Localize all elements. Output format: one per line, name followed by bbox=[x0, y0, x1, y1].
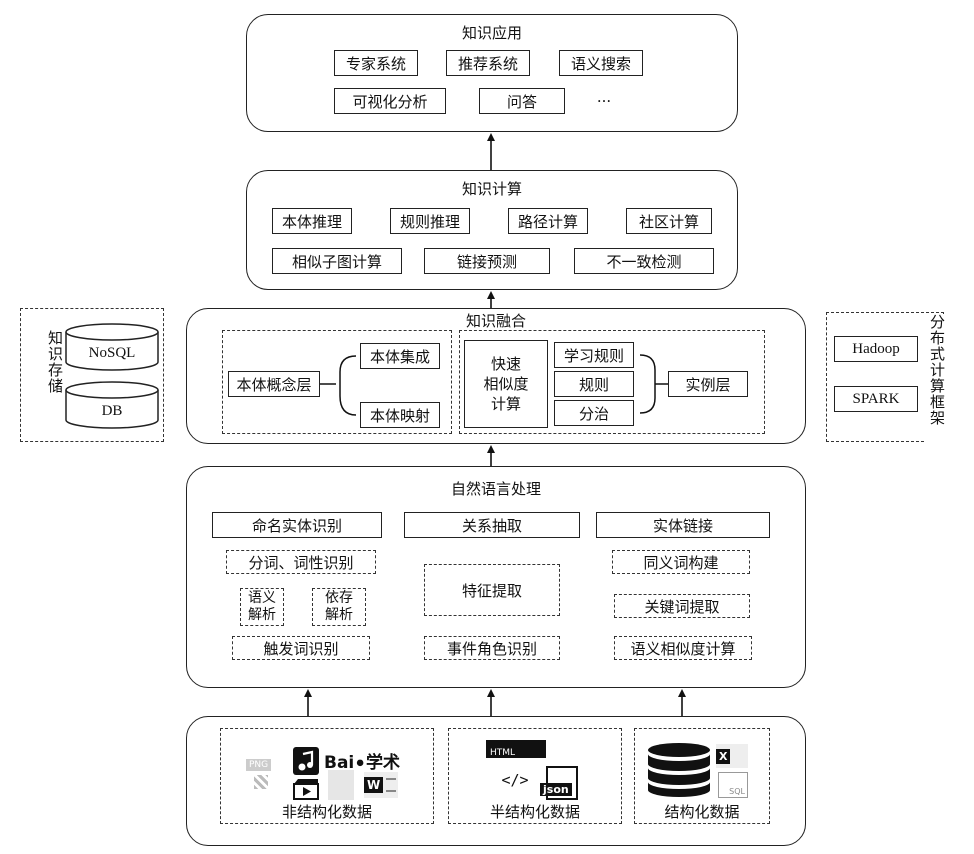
knowledge-storage-label: 知识存储 bbox=[46, 330, 64, 394]
database-icon bbox=[648, 743, 710, 797]
knowledge-computing-title: 知识计算 bbox=[461, 180, 522, 198]
entity-linking-header-box: 实体链接 bbox=[596, 512, 770, 538]
paw-icon: ⚫ bbox=[354, 756, 366, 772]
db-cylinder-icon bbox=[65, 381, 159, 429]
rules-box: 规则 bbox=[554, 371, 634, 397]
fast-similarity-box: 快速 相似度 计算 bbox=[464, 340, 548, 428]
relation-extraction-header-box: 关系抽取 bbox=[404, 512, 580, 538]
excel-file-icon: X bbox=[716, 744, 748, 768]
qa-box: 问答 bbox=[479, 88, 565, 114]
keyword-extraction-box: 关键词提取 bbox=[614, 594, 750, 618]
ontology-reasoning-box: 本体推理 bbox=[272, 208, 352, 234]
png-image-icon: PNG bbox=[246, 752, 282, 792]
visual-analysis-box: 可视化分析 bbox=[334, 88, 446, 114]
html-file-icon: HTML bbox=[486, 740, 546, 758]
distributed-framework-label: 分布式计算框架 bbox=[924, 314, 948, 444]
knowledge-application-title: 知识应用 bbox=[461, 24, 522, 42]
link-prediction-box: 链接预测 bbox=[424, 248, 550, 274]
synonym-construction-box: 同义词构建 bbox=[612, 550, 750, 574]
video-clapper-icon bbox=[293, 779, 319, 800]
nosql-label: NoSQL bbox=[88, 344, 136, 361]
event-role-box: 事件角色识别 bbox=[424, 636, 560, 660]
word-doc-icon: W bbox=[364, 772, 398, 798]
rule-reasoning-box: 规则推理 bbox=[390, 208, 470, 234]
db-label: DB bbox=[101, 402, 123, 419]
dependency-parsing-box: 依存 解析 bbox=[312, 588, 366, 626]
baidu-xueshu-logo: Bai⚫学术 bbox=[324, 753, 400, 773]
unstructured-data-label: 非结构化数据 bbox=[281, 802, 372, 821]
path-computing-box: 路径计算 bbox=[508, 208, 588, 234]
semantic-parsing-box: 语义 解析 bbox=[240, 588, 284, 626]
semi-structured-data-label: 半结构化数据 bbox=[489, 802, 580, 821]
spark-box: SPARK bbox=[834, 386, 918, 412]
sql-file-icon: SQL bbox=[718, 772, 748, 798]
knowledge-fusion-title: 知识融合 bbox=[436, 310, 556, 331]
ontology-concept-layer-box: 本体概念层 bbox=[228, 371, 320, 397]
semantic-similarity-box: 语义相似度计算 bbox=[614, 636, 752, 660]
instance-layer-box: 实例层 bbox=[668, 371, 748, 397]
music-note-icon bbox=[293, 747, 319, 775]
divide-conquer-box: 分治 bbox=[554, 400, 634, 426]
json-file-icon: json bbox=[540, 766, 578, 800]
feature-extraction-box: 特征提取 bbox=[424, 564, 560, 616]
inconsistency-detection-box: 不一致检测 bbox=[574, 248, 714, 274]
hadoop-box: Hadoop bbox=[834, 336, 918, 362]
nlp-title: 自然语言处理 bbox=[450, 480, 541, 498]
ner-header-box: 命名实体识别 bbox=[212, 512, 382, 538]
community-computing-box: 社区计算 bbox=[626, 208, 712, 234]
ontology-integration-box: 本体集成 bbox=[360, 343, 440, 369]
similar-subgraph-box: 相似子图计算 bbox=[272, 248, 402, 274]
blank-doc-icon bbox=[328, 770, 354, 800]
more-ellipsis: ··· bbox=[596, 92, 612, 110]
structured-data-label: 结构化数据 bbox=[664, 802, 740, 821]
trigger-word-box: 触发词识别 bbox=[232, 636, 370, 660]
recommender-system-box: 推荐系统 bbox=[446, 50, 530, 76]
learning-rules-box: 学习规则 bbox=[554, 342, 634, 368]
expert-system-box: 专家系统 bbox=[334, 50, 418, 76]
ontology-mapping-box: 本体映射 bbox=[360, 402, 440, 428]
nosql-cylinder-icon bbox=[65, 323, 159, 371]
code-brackets-icon: </> bbox=[501, 771, 529, 789]
segmentation-box: 分词、词性识别 bbox=[226, 550, 376, 574]
semantic-search-box: 语义搜索 bbox=[559, 50, 643, 76]
